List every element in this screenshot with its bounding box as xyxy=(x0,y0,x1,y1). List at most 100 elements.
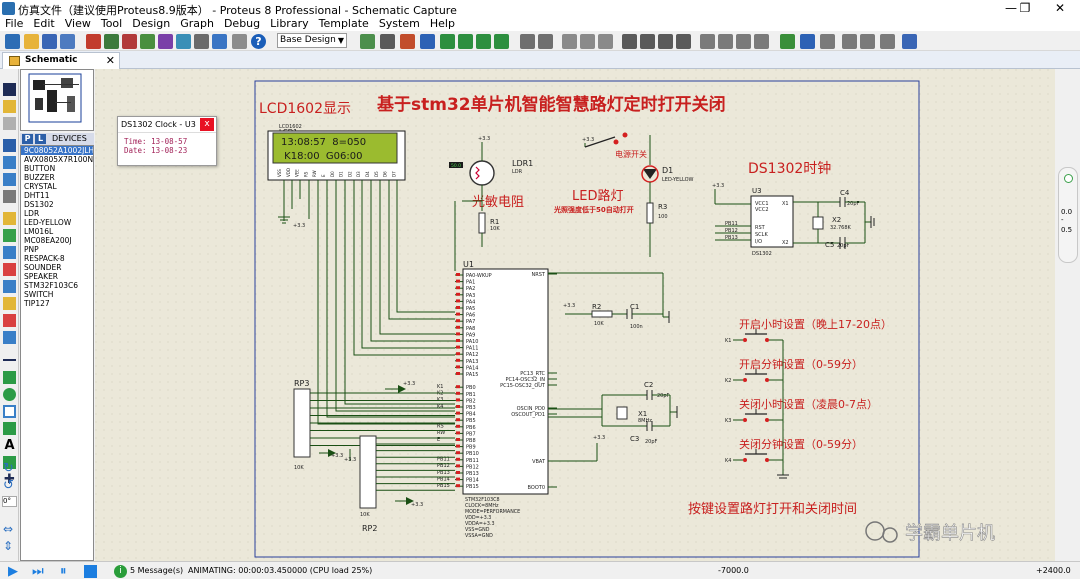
zoom-slider[interactable]: 0.0 0.5 - xyxy=(1058,167,1078,263)
pcb-layout-icon[interactable] xyxy=(122,34,137,49)
ds1302-clock-popup[interactable]: DS1302 Clock - U3 x Time: 13-08-57 Date:… xyxy=(117,116,217,166)
mirror-y-icon[interactable]: ⇕ xyxy=(3,539,14,553)
symbol-icon[interactable] xyxy=(3,456,16,469)
wire-label-icon[interactable] xyxy=(3,139,16,152)
menu-design[interactable]: Design xyxy=(132,17,171,30)
terminals-icon[interactable] xyxy=(3,212,16,225)
play-icon[interactable]: ▶ xyxy=(8,564,18,579)
stop-icon[interactable] xyxy=(84,565,97,578)
overview-preview[interactable] xyxy=(20,69,94,131)
device-item[interactable]: DS1302 xyxy=(24,200,54,209)
selection-mode-icon[interactable] xyxy=(3,83,16,96)
tab-schematic-capture[interactable]: Schematic Capture ✕ xyxy=(2,52,120,80)
arc-icon[interactable] xyxy=(3,405,16,418)
restore-button[interactable]: ❐ xyxy=(1019,1,1031,15)
tab-close-icon[interactable]: ✕ xyxy=(105,54,115,67)
search-tag-icon[interactable] xyxy=(800,34,815,49)
graph-icon[interactable] xyxy=(3,246,16,259)
step-icon[interactable]: ⏭ xyxy=(32,564,44,579)
box-icon[interactable] xyxy=(3,371,16,384)
close-project-icon[interactable] xyxy=(60,34,75,49)
3d-viewer-icon[interactable] xyxy=(158,34,173,49)
pick-devices-button[interactable]: P xyxy=(22,134,33,144)
menu-file[interactable]: File xyxy=(5,17,24,30)
decompose-icon[interactable] xyxy=(754,34,769,49)
device-item[interactable]: LDR xyxy=(24,209,40,218)
mirror-x-icon[interactable]: ⇔ xyxy=(3,522,14,536)
cut-icon[interactable] xyxy=(562,34,577,49)
block-copy-icon[interactable] xyxy=(622,34,637,49)
close-button[interactable]: ✕ xyxy=(1054,1,1066,15)
device-item[interactable]: AVX0805X7R100N xyxy=(24,155,93,164)
bom-icon[interactable] xyxy=(176,34,191,49)
schematic-canvas[interactable]: LCD1602显示 基于stm32单片机智能智慧路灯定时打开关闭 LCD1602… xyxy=(95,69,1055,561)
component-mode-icon[interactable] xyxy=(3,100,16,113)
remove-sheet-icon[interactable] xyxy=(860,34,875,49)
generator-icon[interactable] xyxy=(3,280,16,293)
rotation-field[interactable]: 0° xyxy=(2,496,17,507)
variant-select[interactable]: Base Design▼ xyxy=(277,33,347,48)
device-item[interactable]: RESPACK-8 xyxy=(24,254,65,263)
menu-template[interactable]: Template xyxy=(318,17,369,30)
pause-icon[interactable]: ⏸ xyxy=(60,564,67,579)
device-item[interactable]: PNP xyxy=(24,245,39,254)
save-icon[interactable] xyxy=(42,34,57,49)
wire-autorouter-icon[interactable] xyxy=(780,34,795,49)
zoom-all-icon[interactable] xyxy=(476,34,491,49)
packaging-icon[interactable] xyxy=(736,34,751,49)
design-explorer-icon[interactable] xyxy=(212,34,227,49)
paste-icon[interactable] xyxy=(598,34,613,49)
junction-dot-icon[interactable] xyxy=(3,117,16,130)
make-device-icon[interactable] xyxy=(718,34,733,49)
device-item[interactable]: BUZZER xyxy=(24,173,55,182)
pick-device-icon[interactable] xyxy=(700,34,715,49)
help-icon[interactable]: ? xyxy=(251,34,266,49)
device-item[interactable]: LM016L xyxy=(24,227,54,236)
refresh-icon[interactable] xyxy=(360,34,375,49)
rotate-cw-icon[interactable]: ↻ xyxy=(3,461,14,476)
copy-icon[interactable] xyxy=(580,34,595,49)
device-item[interactable]: SPEAKER xyxy=(24,272,59,281)
property-assignment-icon[interactable] xyxy=(820,34,835,49)
menu-graph[interactable]: Graph xyxy=(180,17,214,30)
netlist-icon[interactable] xyxy=(902,34,917,49)
device-pins-icon[interactable] xyxy=(3,229,16,242)
minimize-button[interactable]: — xyxy=(1005,1,1017,15)
origin-icon[interactable] xyxy=(400,34,415,49)
popup-close-button[interactable]: x xyxy=(200,118,214,131)
menu-help[interactable]: Help xyxy=(429,17,455,30)
library-manager-button[interactable]: L xyxy=(35,134,46,144)
voltage-probe-icon[interactable] xyxy=(3,297,16,310)
schematic-icon[interactable] xyxy=(104,34,119,49)
home-icon[interactable] xyxy=(86,34,101,49)
tape-recorder-icon[interactable] xyxy=(3,263,16,276)
pan-icon[interactable] xyxy=(420,34,435,49)
line-icon[interactable] xyxy=(3,359,16,361)
zoom-in-icon[interactable] xyxy=(440,34,455,49)
device-item[interactable]: TIP127 xyxy=(24,299,50,308)
messages-count[interactable]: 5 Message(s) xyxy=(130,566,184,575)
block-move-icon[interactable] xyxy=(640,34,655,49)
menu-view[interactable]: View xyxy=(64,17,91,30)
menu-library[interactable]: Library xyxy=(270,17,309,30)
zoom-out-icon[interactable] xyxy=(458,34,473,49)
menu-system[interactable]: System xyxy=(378,17,420,30)
text-script-icon[interactable] xyxy=(3,156,16,169)
zoom-handle-icon[interactable] xyxy=(1064,174,1073,183)
current-probe-icon[interactable] xyxy=(3,314,16,327)
undo-icon[interactable] xyxy=(520,34,535,49)
device-item[interactable]: DHT11 xyxy=(24,191,50,200)
bus-icon[interactable] xyxy=(3,173,16,186)
device-item[interactable]: LED-YELLOW xyxy=(24,218,72,227)
library-icon[interactable] xyxy=(232,34,247,49)
menu-debug[interactable]: Debug xyxy=(223,17,261,30)
device-item[interactable]: 9C08052A1002JLH xyxy=(21,146,93,155)
new-sheet-icon[interactable] xyxy=(842,34,857,49)
redo-icon[interactable] xyxy=(538,34,553,49)
device-item[interactable]: BUTTON xyxy=(24,164,56,173)
subcircuit-icon[interactable] xyxy=(3,190,16,203)
menu-tool[interactable]: Tool xyxy=(100,17,123,30)
virtual-instruments-icon[interactable] xyxy=(3,331,16,344)
block-delete-icon[interactable] xyxy=(676,34,691,49)
marker-icon[interactable]: ✚ xyxy=(4,472,15,487)
